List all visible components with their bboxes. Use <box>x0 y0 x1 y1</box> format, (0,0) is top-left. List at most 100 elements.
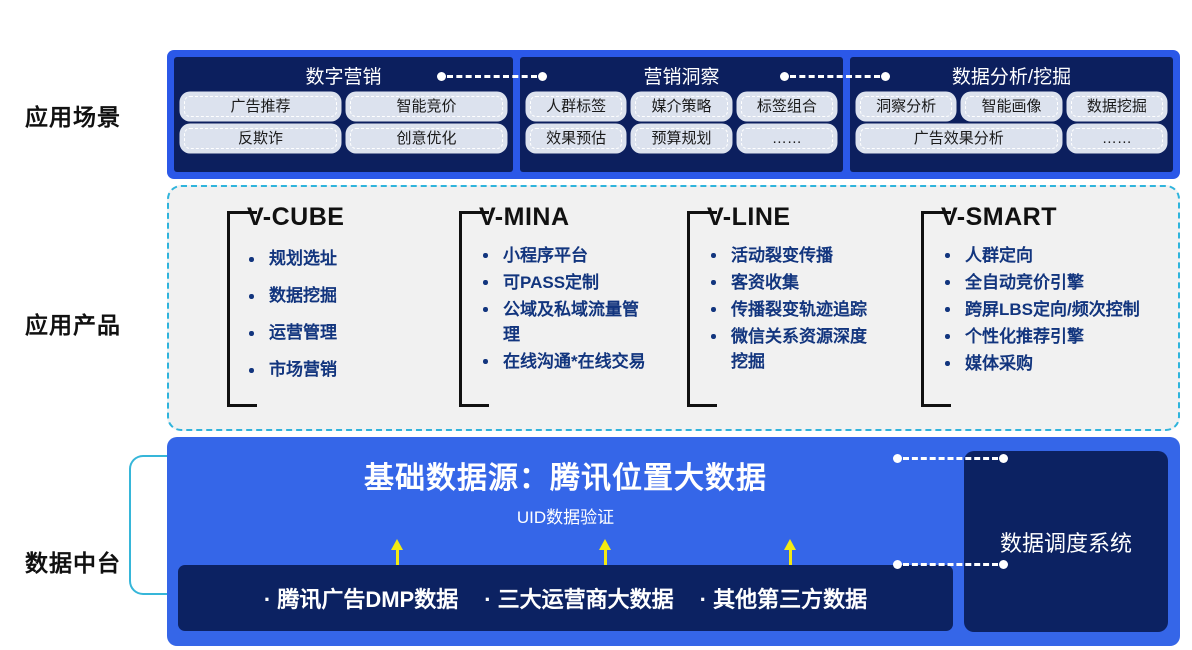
product-feature-list: 规划选址 数据挖掘 运营管理 市场营销 <box>169 243 421 386</box>
product-title: V-SMART <box>941 203 1057 231</box>
application-products-band: V-CUBE 规划选址 数据挖掘 运营管理 市场营销 V-MINA 小程序平台 … <box>167 185 1180 431</box>
scene-tag[interactable]: 创意优化 <box>347 125 506 152</box>
connector-dot <box>881 71 890 81</box>
scene-tag[interactable]: 预算规划 <box>632 125 731 152</box>
connector-dash <box>903 456 998 460</box>
product-feature-item: 个性化推荐引擎 <box>939 324 1178 349</box>
product-feature-item: 人群定向 <box>939 243 1178 268</box>
product-feature-item: 规划选址 <box>243 243 421 275</box>
scene-tag-more[interactable]: …… <box>1067 125 1166 152</box>
application-scenarios-band: 数字营销 广告推荐 智能竞价 反欺诈 创意优化 营销洞察 人群标签 媒介策略 标… <box>167 50 1180 179</box>
arrow-head <box>599 539 611 550</box>
data-source-item: 三大运营商大数据 <box>484 582 674 614</box>
connector-dash <box>790 74 880 78</box>
scene-tag-rows: 洞察分析 智能画像 数据挖掘 广告效果分析 …… <box>857 93 1166 164</box>
connector-dot <box>893 453 902 463</box>
arrow-head <box>391 539 403 550</box>
arrow-head <box>784 539 796 550</box>
connector-dot <box>437 71 446 81</box>
product-feature-item: 小程序平台 <box>477 243 649 268</box>
scene-tag[interactable]: 人群标签 <box>527 93 626 120</box>
scene-group-title: 数据分析/挖掘 <box>951 67 1072 88</box>
scene-tag[interactable]: 反欺诈 <box>181 125 340 152</box>
scene-tag[interactable]: 标签组合 <box>737 93 836 120</box>
scene-tag-row: 人群标签 媒介策略 标签组合 <box>527 93 836 120</box>
up-arrow-icon <box>599 539 611 567</box>
product-feature-item: 运营管理 <box>243 317 421 349</box>
scene-tag[interactable]: 数据挖掘 <box>1067 93 1166 120</box>
product-column-v-mina: V-MINA 小程序平台 可PASS定制 公域及私域流量管理 在线沟通*在线交易 <box>421 187 649 429</box>
up-arrow-icon <box>784 539 796 567</box>
scene-tag-more[interactable]: …… <box>737 125 836 152</box>
bracket-icon <box>459 211 489 407</box>
product-feature-list: 人群定向 全自动竞价引擎 跨屏LBS定向/频次控制 个性化推荐引擎 媒体采购 <box>883 243 1178 376</box>
product-feature-item: 传播裂变轨迹追踪 <box>705 297 883 322</box>
connector-dash <box>903 562 998 566</box>
connector-datasource-to-scheduler <box>893 452 1008 464</box>
data-source-item: 腾讯广告DMP数据 <box>264 582 458 614</box>
product-feature-item: 全自动竞价引擎 <box>939 270 1178 295</box>
connector-sources-to-scheduler <box>893 558 1008 570</box>
data-platform-band: 基础数据源：腾讯位置大数据 UID数据验证 腾讯广告DMP数据 三大运 <box>167 437 1180 646</box>
arrow-shaft <box>395 549 399 567</box>
product-title: V-LINE <box>707 203 791 231</box>
product-column-v-smart: V-SMART 人群定向 全自动竞价引擎 跨屏LBS定向/频次控制 个性化推荐引… <box>883 187 1178 429</box>
product-feature-list: 小程序平台 可PASS定制 公域及私域流量管理 在线沟通*在线交易 <box>421 243 649 374</box>
product-feature-item: 公域及私域流量管理 <box>477 297 649 347</box>
product-feature-item: 活动裂变传播 <box>705 243 883 268</box>
scene-tag-row: 效果预估 预算规划 …… <box>527 125 836 152</box>
connector-dot <box>780 71 789 81</box>
bracket-icon <box>227 211 257 407</box>
bracket-icon <box>687 211 717 407</box>
scene-tag[interactable]: 效果预估 <box>527 125 626 152</box>
connector-dot <box>893 559 902 569</box>
product-feature-item: 跨屏LBS定向/频次控制 <box>939 297 1178 322</box>
connector-dot <box>999 453 1008 463</box>
scene-tag-row: 广告效果分析 …… <box>857 125 1166 152</box>
product-title: V-CUBE <box>247 203 345 231</box>
scene-tag[interactable]: 智能竞价 <box>347 93 506 120</box>
scene-tag-row: 反欺诈 创意优化 <box>181 125 506 152</box>
connector-dot <box>538 71 547 81</box>
product-feature-list: 活动裂变传播 客资收集 传播裂变轨迹追踪 微信关系资源深度挖掘 <box>649 243 883 374</box>
scene-tag[interactable]: 广告效果分析 <box>857 125 1061 152</box>
product-feature-item: 客资收集 <box>705 270 883 295</box>
data-platform-brace <box>129 455 171 595</box>
scene-tag[interactable]: 洞察分析 <box>857 93 956 120</box>
data-source-item: 其他第三方数据 <box>700 582 867 614</box>
up-arrow-icon <box>391 539 403 567</box>
arrow-shaft <box>603 549 607 567</box>
bracket-icon <box>921 211 951 407</box>
product-column-v-cube: V-CUBE 规划选址 数据挖掘 运营管理 市场营销 <box>169 187 421 429</box>
row-label-application-scenarios: 应用场景 <box>25 104 121 130</box>
connector-insight-to-analysis <box>780 70 890 82</box>
scene-tag[interactable]: 智能画像 <box>962 93 1061 120</box>
data-source-panel: 基础数据源：腾讯位置大数据 UID数据验证 腾讯广告DMP数据 三大运 <box>178 437 953 646</box>
data-scheduling-system-box: 数据调度系统 <box>964 451 1168 632</box>
product-feature-item: 在线沟通*在线交易 <box>477 349 649 374</box>
data-flow-arrows <box>178 537 953 567</box>
scene-group-data-analysis: 数据分析/挖掘 洞察分析 智能画像 数据挖掘 广告效果分析 …… <box>850 57 1173 172</box>
product-feature-item: 媒体采购 <box>939 351 1178 376</box>
product-feature-item: 微信关系资源深度挖掘 <box>705 324 883 374</box>
scene-tag-rows: 广告推荐 智能竞价 反欺诈 创意优化 <box>181 93 506 164</box>
product-feature-item: 可PASS定制 <box>477 270 649 295</box>
data-sources-box: 腾讯广告DMP数据 三大运营商大数据 其他第三方数据 <box>178 565 953 631</box>
scene-tag-rows: 人群标签 媒介策略 标签组合 效果预估 预算规划 …… <box>527 93 836 164</box>
scene-tag[interactable]: 媒介策略 <box>632 93 731 120</box>
data-uid-verification-label: UID数据验证 <box>516 508 615 527</box>
scene-tag-row: 洞察分析 智能画像 数据挖掘 <box>857 93 1166 120</box>
connector-dash <box>447 74 537 78</box>
row-label-data-platform: 数据中台 <box>25 550 121 576</box>
scene-group-marketing-insight: 营销洞察 人群标签 媒介策略 标签组合 效果预估 预算规划 …… <box>520 57 843 172</box>
scene-group-title: 数字营销 <box>305 67 382 88</box>
data-scheduling-system-label: 数据调度系统 <box>999 530 1132 556</box>
row-label-application-products: 应用产品 <box>25 312 121 338</box>
scene-tag[interactable]: 广告推荐 <box>181 93 340 120</box>
product-feature-item: 市场营销 <box>243 354 421 386</box>
scene-tag-row: 广告推荐 智能竞价 <box>181 93 506 120</box>
data-source-title: 基础数据源：腾讯位置大数据 <box>364 462 767 495</box>
connector-dot <box>999 559 1008 569</box>
connector-digital-marketing-to-insight <box>437 70 547 82</box>
